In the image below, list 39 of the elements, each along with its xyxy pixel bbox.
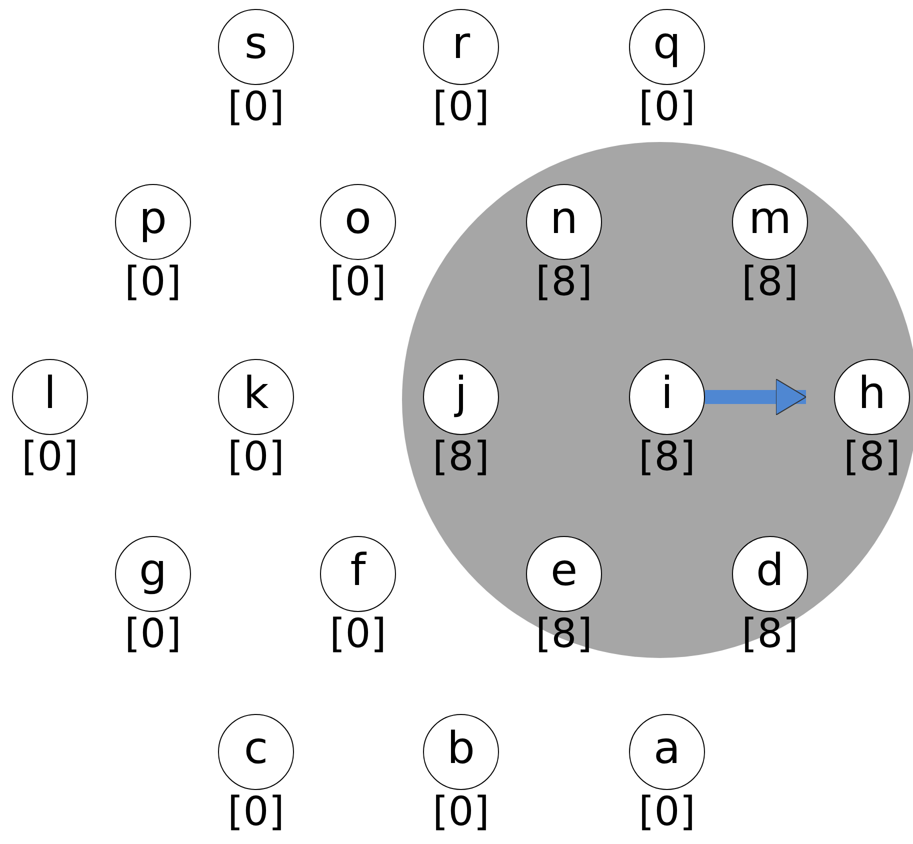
node-letter: c bbox=[244, 727, 268, 771]
node-value: [0] bbox=[638, 87, 696, 127]
node-value: [0] bbox=[432, 792, 490, 832]
node-value: [0] bbox=[638, 792, 696, 832]
node-value: [8] bbox=[536, 614, 592, 654]
node-letter: s bbox=[244, 22, 268, 66]
node-letter: h bbox=[858, 372, 886, 416]
node-value: [0] bbox=[228, 87, 284, 127]
node-value: [8] bbox=[432, 437, 490, 477]
node-letter: b bbox=[447, 727, 475, 771]
node-value: [8] bbox=[844, 437, 900, 477]
node-value: [0] bbox=[330, 262, 386, 302]
node-value: [0] bbox=[228, 437, 284, 477]
node-letter: r bbox=[452, 22, 470, 66]
node-value: [8] bbox=[742, 262, 798, 302]
node-value: [8] bbox=[638, 437, 696, 477]
node-letter: n bbox=[550, 197, 578, 241]
node-letter: e bbox=[550, 549, 578, 593]
node-letter: q bbox=[653, 22, 681, 66]
node-letter: p bbox=[139, 197, 167, 241]
node-letter: j bbox=[454, 372, 468, 416]
node-value: [8] bbox=[536, 262, 592, 302]
node-letter: k bbox=[243, 372, 269, 416]
node-letter: d bbox=[756, 549, 784, 593]
node-letter: m bbox=[748, 197, 792, 241]
node-value: [8] bbox=[742, 614, 798, 654]
arrow bbox=[705, 378, 806, 416]
node-letter: a bbox=[654, 727, 680, 771]
node-value: [0] bbox=[22, 437, 78, 477]
node-value: [0] bbox=[330, 614, 386, 654]
node-letter: g bbox=[139, 549, 167, 593]
node-value: [0] bbox=[124, 262, 182, 302]
node-value: [0] bbox=[228, 792, 284, 832]
node-letter: f bbox=[350, 549, 366, 593]
node-value: [0] bbox=[432, 87, 490, 127]
node-value: [0] bbox=[124, 614, 182, 654]
node-letter: l bbox=[44, 372, 56, 416]
node-letter: o bbox=[344, 197, 372, 241]
node-letter: i bbox=[660, 372, 674, 416]
